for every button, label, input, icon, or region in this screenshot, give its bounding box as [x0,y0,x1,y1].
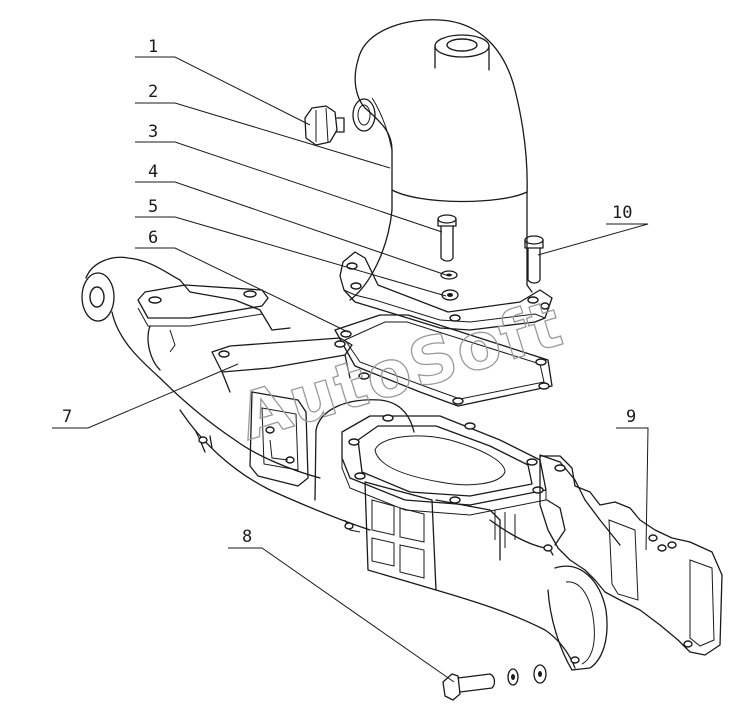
callout-6: 6 [148,228,158,248]
manifold-gasket [539,455,723,656]
lock-washer [440,270,458,280]
callout-9: 9 [626,407,636,427]
callout-4: 4 [148,162,158,182]
callout-3: 3 [148,122,158,142]
callout-8: 8 [242,527,252,547]
gasket [334,314,553,407]
callout-1: 1 [148,37,158,57]
exhaust-manifold [81,256,621,671]
watermark: AutoSoft [231,287,572,455]
callout-5: 5 [148,197,158,217]
bolt-3 [437,214,457,262]
exhaust-elbow [349,19,533,301]
drain-plug [304,105,345,146]
bolt-10 [524,235,544,284]
callout-10: 10 [612,203,632,223]
elbow-flange [339,251,553,331]
leader-lines [52,56,649,683]
nut [441,289,459,301]
callout-7: 7 [62,407,72,427]
manifold-bolt [442,664,547,701]
callout-2: 2 [148,82,158,102]
